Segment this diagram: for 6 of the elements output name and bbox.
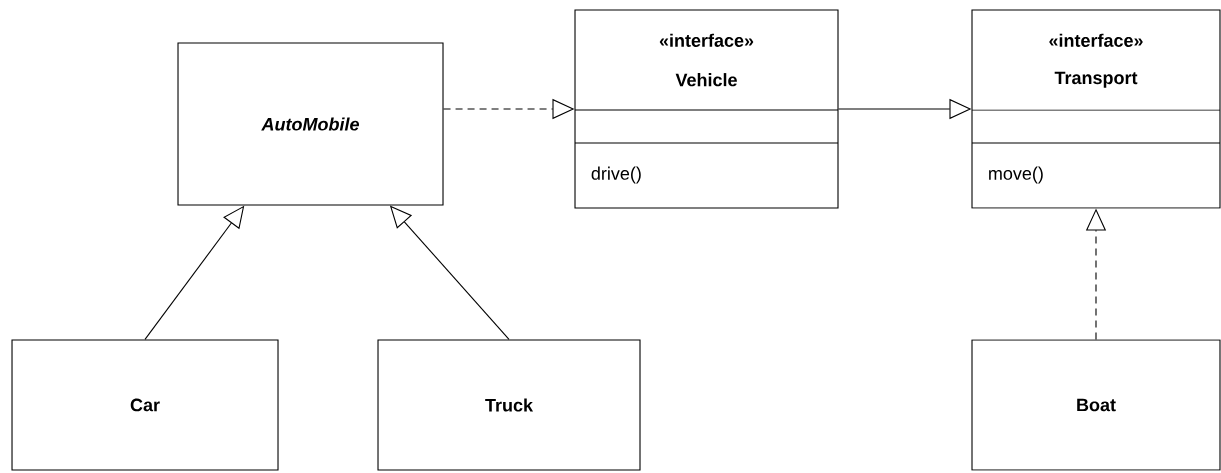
class-box: «interface» Transport move() <box>971 9 1221 209</box>
class-box: «interface» Vehicle drive() <box>574 9 839 209</box>
class-box: AutoMobile <box>177 42 444 206</box>
class-box: Truck <box>377 339 641 471</box>
class-box: Car <box>11 339 279 471</box>
class-box: Boat <box>971 339 1221 471</box>
